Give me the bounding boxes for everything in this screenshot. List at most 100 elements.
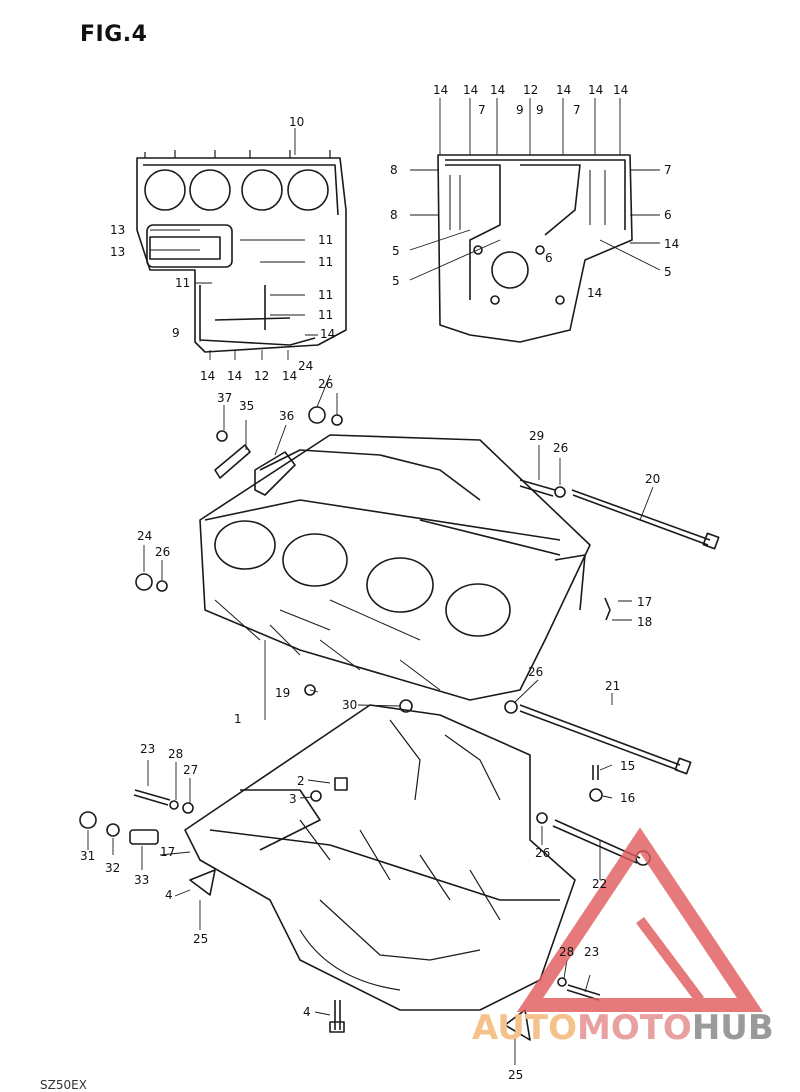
washer-32 xyxy=(106,823,120,837)
callout-5c: 5 xyxy=(664,265,672,279)
callout-6a: 6 xyxy=(664,208,672,222)
logo-moto: MOTO xyxy=(576,1008,692,1048)
callout-14f: 14 xyxy=(463,83,478,97)
watermark-triangle xyxy=(516,827,764,1012)
callout-9: 9 xyxy=(172,326,180,340)
washer-26-lower xyxy=(536,812,548,824)
callout-26d: 26 xyxy=(528,665,543,679)
fitting-17 xyxy=(604,597,611,621)
lower-crankcase-perspective xyxy=(184,704,576,1011)
callout-35: 35 xyxy=(239,399,254,413)
callout-8a: 8 xyxy=(390,163,398,177)
washer-27 xyxy=(182,802,194,814)
seal-16 xyxy=(589,788,603,802)
callout-11a: 11 xyxy=(175,276,190,290)
dowel-3 xyxy=(310,790,322,802)
callout-11d: 11 xyxy=(318,288,333,302)
callout-11c: 11 xyxy=(318,255,333,269)
logo-hub: HUB xyxy=(691,1008,774,1048)
callout-37: 37 xyxy=(217,391,232,405)
bolt-29 xyxy=(519,479,556,497)
plate-25-bottom xyxy=(504,1009,531,1041)
callout-25a: 25 xyxy=(193,932,208,946)
callout-10: 10 xyxy=(289,115,304,129)
callout-11b: 11 xyxy=(318,233,333,247)
bolt-23-left xyxy=(133,789,171,806)
callout-14e: 14 xyxy=(433,83,448,97)
callout-5b: 5 xyxy=(392,274,400,288)
callout-22: 22 xyxy=(592,877,607,891)
callout-14k: 14 xyxy=(664,237,679,251)
callout-4a: 4 xyxy=(165,888,173,902)
washer-26-29 xyxy=(554,486,566,498)
callout-21: 21 xyxy=(605,679,620,693)
lower-crankcase-bottom-view xyxy=(437,154,633,343)
callout-4b: 4 xyxy=(303,1005,311,1019)
callout-18: 18 xyxy=(637,615,652,629)
callout-8b: 8 xyxy=(390,208,398,222)
callout-26e: 26 xyxy=(535,846,550,860)
callout-31: 31 xyxy=(80,849,95,863)
pin-15 xyxy=(592,765,599,780)
screw-37 xyxy=(216,430,228,442)
callout-9b: 9 xyxy=(536,103,544,117)
callout-3: 3 xyxy=(289,792,297,806)
callout-7c: 7 xyxy=(664,163,672,177)
callout-23b: 23 xyxy=(584,945,599,959)
callout-7b: 7 xyxy=(573,103,581,117)
plug-31 xyxy=(79,811,97,829)
callout-20: 20 xyxy=(645,472,660,486)
callout-32: 32 xyxy=(105,861,120,875)
callout-30: 30 xyxy=(342,698,357,712)
upper-crankcase-perspective xyxy=(199,434,591,701)
damper-24-left xyxy=(135,573,153,591)
callout-14j: 14 xyxy=(613,83,628,97)
bolt-20 xyxy=(571,489,711,546)
callout-36: 36 xyxy=(279,409,294,423)
washer-28-left xyxy=(169,800,179,810)
callout-14h: 14 xyxy=(556,83,571,97)
callout-6b: 6 xyxy=(545,251,553,265)
callout-14i: 14 xyxy=(588,83,603,97)
callout-27: 27 xyxy=(183,763,198,777)
callout-23a: 23 xyxy=(140,742,155,756)
bolt-33 xyxy=(129,829,159,845)
washer-28-right xyxy=(557,977,567,987)
plug-19 xyxy=(304,684,316,696)
watermark-logo: AUTOMOTOHUB xyxy=(472,1010,774,1046)
callout-2: 2 xyxy=(297,774,305,788)
bolt-21 xyxy=(519,704,681,771)
callout-28b: 28 xyxy=(559,945,574,959)
callout-12b: 12 xyxy=(523,83,538,97)
callout-7a: 7 xyxy=(478,103,486,117)
figure-title: FIG.4 xyxy=(80,22,148,47)
washer-26-top xyxy=(331,414,343,426)
callout-25b: 25 xyxy=(508,1068,523,1082)
callout-14d: 14 xyxy=(320,327,335,341)
callout-29: 29 xyxy=(529,429,544,443)
plate-35 xyxy=(214,444,251,479)
washer-26-mid xyxy=(504,700,518,714)
callout-1: 1 xyxy=(234,712,242,726)
callout-24b: 24 xyxy=(137,529,152,543)
callout-9a: 9 xyxy=(516,103,524,117)
callout-14c: 14 xyxy=(282,369,297,383)
plate-25-left xyxy=(189,869,216,896)
washer-26-left xyxy=(156,580,168,592)
model-code: SZ50EX xyxy=(40,1078,87,1092)
callout-13a: 13 xyxy=(110,223,125,237)
callout-26b: 26 xyxy=(553,441,568,455)
bolt-23-right xyxy=(566,984,601,1001)
callout-16: 16 xyxy=(620,791,635,805)
gasket-36 xyxy=(254,451,296,496)
callout-19: 19 xyxy=(275,686,290,700)
callout-13b: 13 xyxy=(110,245,125,259)
callout-14a: 14 xyxy=(200,369,215,383)
callout-15: 15 xyxy=(620,759,635,773)
callout-26c: 26 xyxy=(155,545,170,559)
dowel-2 xyxy=(334,777,348,791)
callout-33: 33 xyxy=(134,873,149,887)
callout-5a: 5 xyxy=(392,244,400,258)
callout-17b: 17 xyxy=(160,845,175,859)
